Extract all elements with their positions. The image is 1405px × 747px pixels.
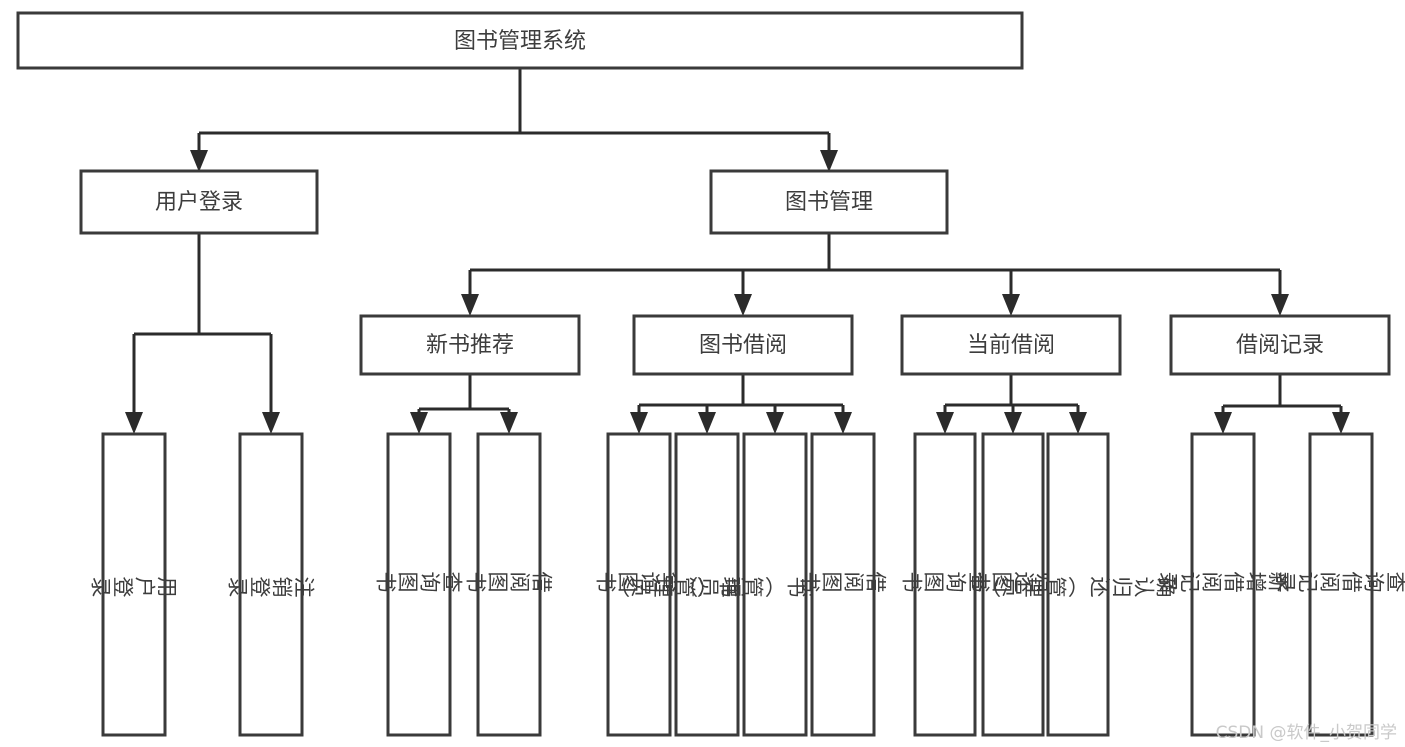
arrow-head-icon [1271, 294, 1289, 316]
node-user-login[interactable]: 用户登录 [79, 169, 319, 235]
node-book-manage[interactable]: 图书管理 [709, 169, 949, 235]
node-user-login-box[interactable] [79, 169, 319, 235]
node-leaf-user-login-box[interactable] [101, 432, 167, 737]
node-new-book-recommend[interactable]: 新书推荐 [359, 314, 581, 376]
arrow-head-icon [820, 150, 838, 172]
node-leaf-borrow-book-rec[interactable]: 借阅图书 [465, 432, 553, 737]
arrow-head-icon [125, 412, 143, 434]
arrow-head-icon [500, 412, 518, 434]
node-leaf-query-book-current[interactable]: 查询图书 [901, 432, 989, 737]
node-leaf-user-login-label: 用户登录 [90, 574, 178, 598]
node-leaf-query-record-box[interactable] [1308, 432, 1374, 737]
node-leaf-logout-box[interactable] [238, 432, 304, 737]
node-new-book-recommend-box[interactable] [359, 314, 581, 376]
node-leaf-confirm-return-label: 确认归还（管理员） [979, 574, 1177, 598]
node-leaf-borrow-book[interactable]: 借阅图书 [799, 432, 887, 737]
node-root[interactable]: 图书管理系统 [16, 11, 1024, 70]
node-book-borrow-label: 图书借阅 [699, 333, 787, 358]
node-current-borrow-box[interactable] [900, 314, 1122, 376]
node-leaf-edit-book[interactable]: 编辑图书（管理员） [676, 432, 874, 737]
node-book-manage-label: 图书管理 [785, 190, 873, 215]
node-leaf-return-book[interactable]: 归还图书 [969, 432, 1057, 737]
arrowhead-group [125, 150, 1350, 434]
node-leaf-query-record-label: 查询借阅记录 [1275, 569, 1405, 593]
node-leaf-borrow-book-rec-box[interactable] [476, 432, 542, 737]
node-leaf-query-book-current-box[interactable] [913, 432, 977, 737]
node-leaf-add-book-box[interactable] [674, 432, 740, 737]
arrow-head-icon [461, 294, 479, 316]
arrow-head-icon [1002, 294, 1020, 316]
node-leaf-query-book-borrow[interactable]: 查询图书 [595, 432, 683, 737]
node-user-login-label: 用户登录 [155, 190, 243, 215]
node-current-borrow[interactable]: 当前借阅 [900, 314, 1122, 376]
arrow-head-icon [936, 412, 954, 434]
node-root-label: 图书管理系统 [454, 29, 586, 54]
connector-group [132, 68, 1343, 414]
node-leaf-user-login[interactable]: 用户登录 [90, 432, 178, 737]
arrow-head-icon [410, 412, 428, 434]
node-leaf-logout-label: 注销登录 [227, 574, 315, 598]
node-leaf-return-book-box[interactable] [981, 432, 1045, 737]
node-leaf-query-book-rec-label: 查询图书 [375, 569, 463, 593]
node-leaf-query-book-borrow-box[interactable] [606, 432, 672, 737]
node-leaf-query-book-rec-box[interactable] [386, 432, 452, 737]
node-borrow-record-box[interactable] [1169, 314, 1391, 376]
arrow-head-icon [834, 412, 852, 434]
arrow-head-icon [630, 412, 648, 434]
node-leaf-add-record-label: 新增借阅记录 [1157, 569, 1289, 593]
node-leaf-logout[interactable]: 注销登录 [227, 432, 315, 737]
node-root-box[interactable] [16, 11, 1024, 70]
node-leaf-add-record[interactable]: 新增借阅记录 [1157, 432, 1289, 737]
node-leaf-query-record[interactable]: 查询借阅记录 [1275, 432, 1405, 737]
arrow-head-icon [766, 412, 784, 434]
node-borrow-record-label: 借阅记录 [1236, 333, 1324, 358]
node-leaf-add-record-box[interactable] [1190, 432, 1256, 737]
arrow-head-icon [1004, 412, 1022, 434]
node-leaf-query-book-rec[interactable]: 查询图书 [375, 432, 463, 737]
arrow-head-icon [1332, 412, 1350, 434]
arrow-head-icon [1214, 412, 1232, 434]
node-leaf-confirm-return-box[interactable] [1046, 432, 1110, 737]
node-leaf-borrow-book-box[interactable] [810, 432, 876, 737]
node-book-borrow[interactable]: 图书借阅 [632, 314, 854, 376]
node-borrow-record[interactable]: 借阅记录 [1169, 314, 1391, 376]
node-book-borrow-box[interactable] [632, 314, 854, 376]
node-book-manage-box[interactable] [709, 169, 949, 235]
node-leaf-add-book[interactable]: 新增图书（管理员） [608, 432, 806, 737]
csdn-watermark: CSDN @软件_小贺同学 [1215, 723, 1397, 743]
node-leaf-confirm-return[interactable]: 确认归还（管理员） [979, 432, 1177, 737]
node-leaf-return-book-label: 归还图书 [969, 569, 1057, 593]
node-leaf-query-book-borrow-label: 查询图书 [595, 569, 683, 593]
arrow-head-icon [734, 294, 752, 316]
node-current-borrow-label: 当前借阅 [967, 333, 1055, 358]
node-leaf-query-book-current-label: 查询图书 [901, 569, 989, 593]
node-leaf-borrow-book-label: 借阅图书 [799, 569, 887, 593]
node-leaf-borrow-book-rec-label: 借阅图书 [465, 569, 553, 593]
arrow-head-icon [262, 412, 280, 434]
arrow-head-icon [1069, 412, 1087, 434]
node-leaf-edit-book-box[interactable] [742, 432, 808, 737]
arrow-head-icon [190, 150, 208, 172]
arrow-head-icon [698, 412, 716, 434]
node-new-book-recommend-label: 新书推荐 [426, 333, 514, 358]
